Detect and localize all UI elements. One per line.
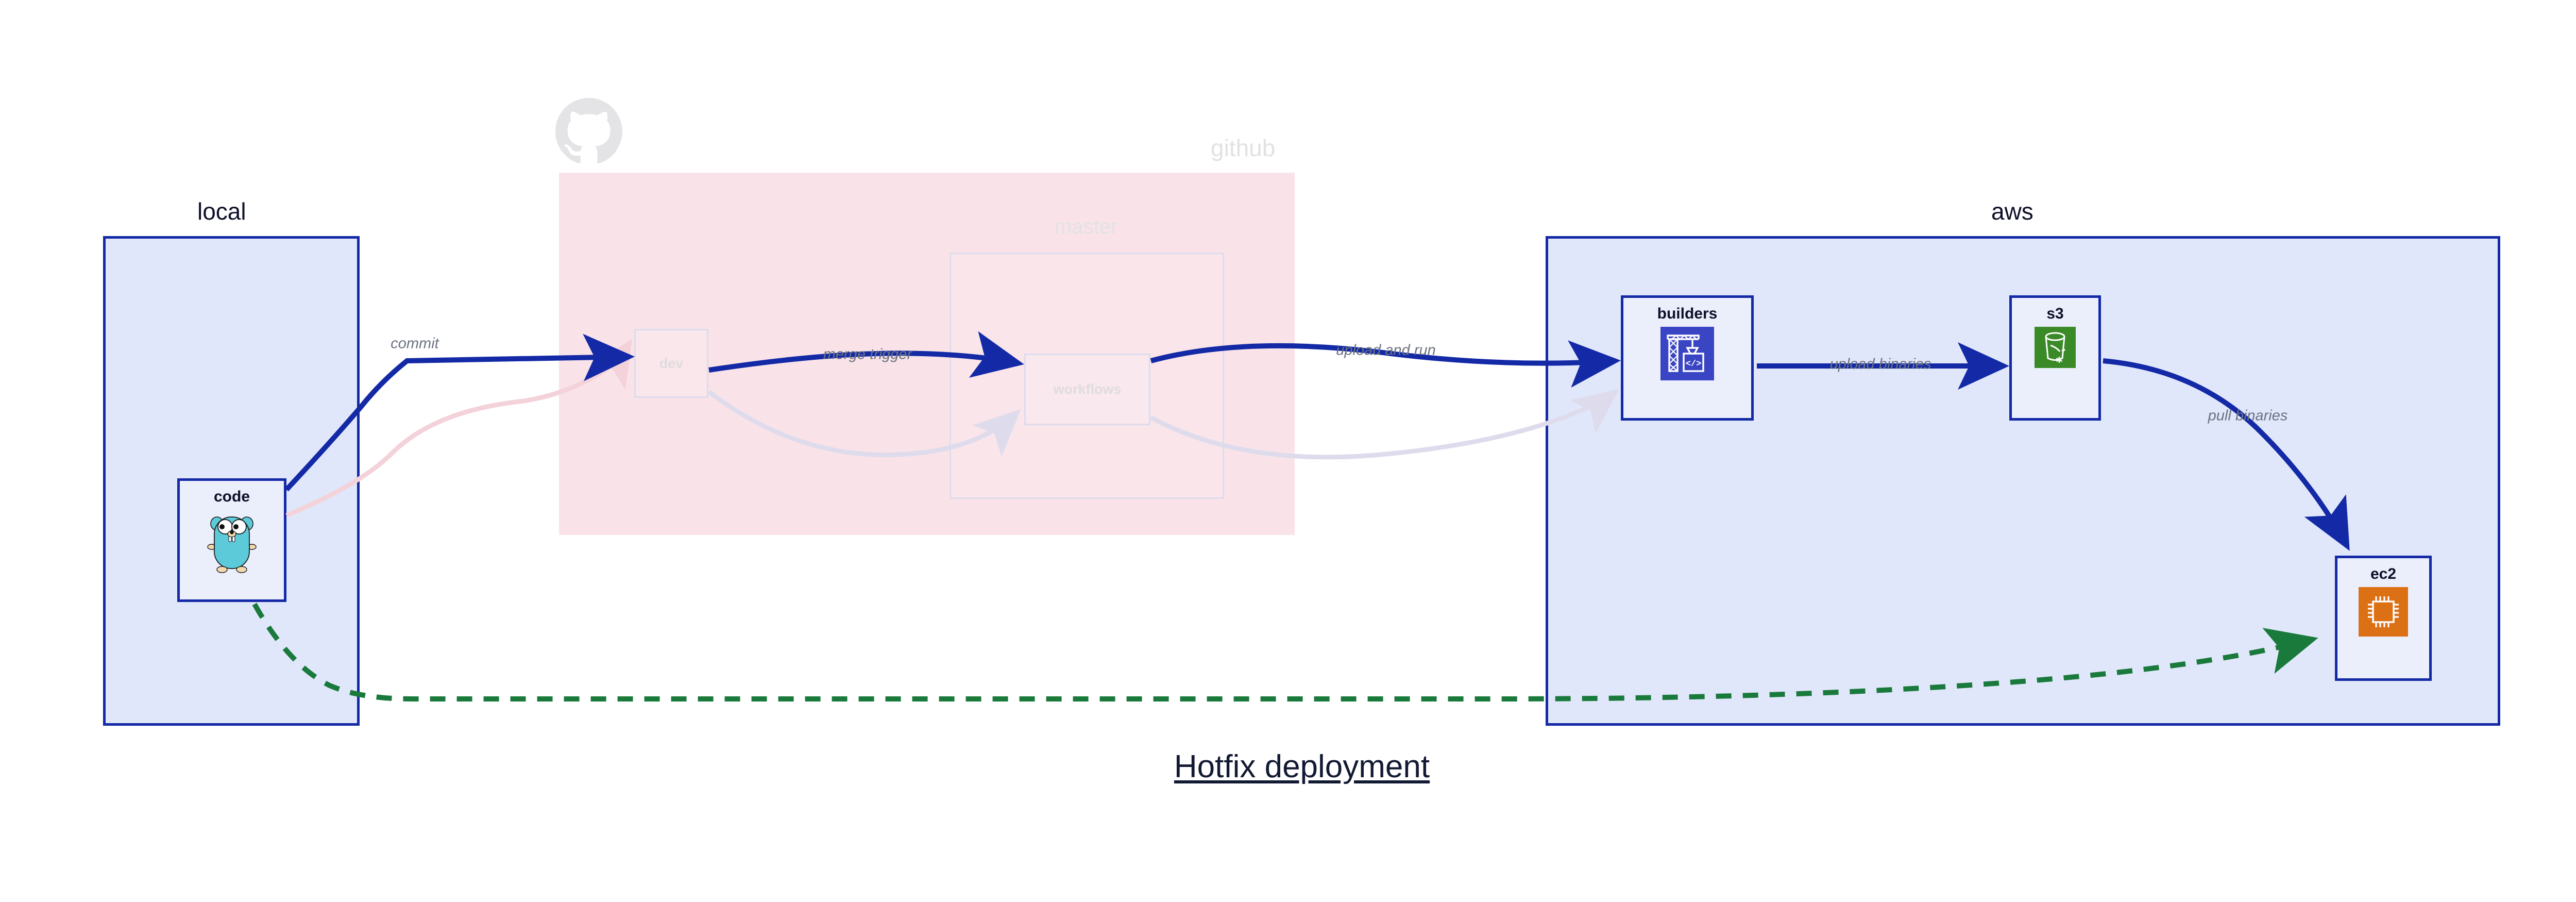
cluster-label-master: master	[1055, 215, 1118, 238]
edge-label-pull-binaries: pull binaries	[2208, 407, 2288, 424]
aws-s3-bucket-icon	[2035, 327, 2076, 368]
node-s3[interactable]: s3	[2009, 295, 2101, 421]
node-builders-label: builders	[1657, 305, 1718, 322]
node-s3-label: s3	[2046, 305, 2064, 322]
aws-ec2-chip-icon	[2359, 587, 2408, 637]
diagram-title: Hotfix deployment	[1174, 749, 1430, 784]
node-builders[interactable]: builders </>	[1621, 295, 1754, 421]
node-ec2[interactable]: ec2	[2335, 556, 2432, 681]
svg-text:</>: </>	[1686, 359, 1702, 369]
edge-label-upload-and-run: upload and run	[1336, 342, 1436, 359]
edge-label-upload-binaries: upload binaries	[1829, 356, 1931, 373]
node-ec2-label: ec2	[2370, 565, 2397, 582]
cluster-label-github: github	[1211, 135, 1276, 161]
node-code[interactable]: code	[177, 478, 286, 602]
node-dev[interactable]: dev	[634, 329, 708, 398]
edge-label-commit: commit	[391, 335, 439, 352]
aws-codebuild-crane-icon: </>	[1660, 327, 1714, 380]
edge-label-merge-trigger: merge trigger	[823, 346, 912, 363]
cluster-label-local: local	[197, 198, 246, 225]
github-octocat-icon	[555, 98, 622, 165]
node-workflows[interactable]: workflows	[1024, 354, 1150, 425]
cluster-label-aws: aws	[1991, 198, 2033, 225]
node-code-label: code	[213, 488, 250, 505]
go-gopher-icon	[207, 516, 257, 573]
node-dev-label: dev	[659, 355, 684, 371]
node-workflows-label: workflows	[1053, 381, 1122, 397]
